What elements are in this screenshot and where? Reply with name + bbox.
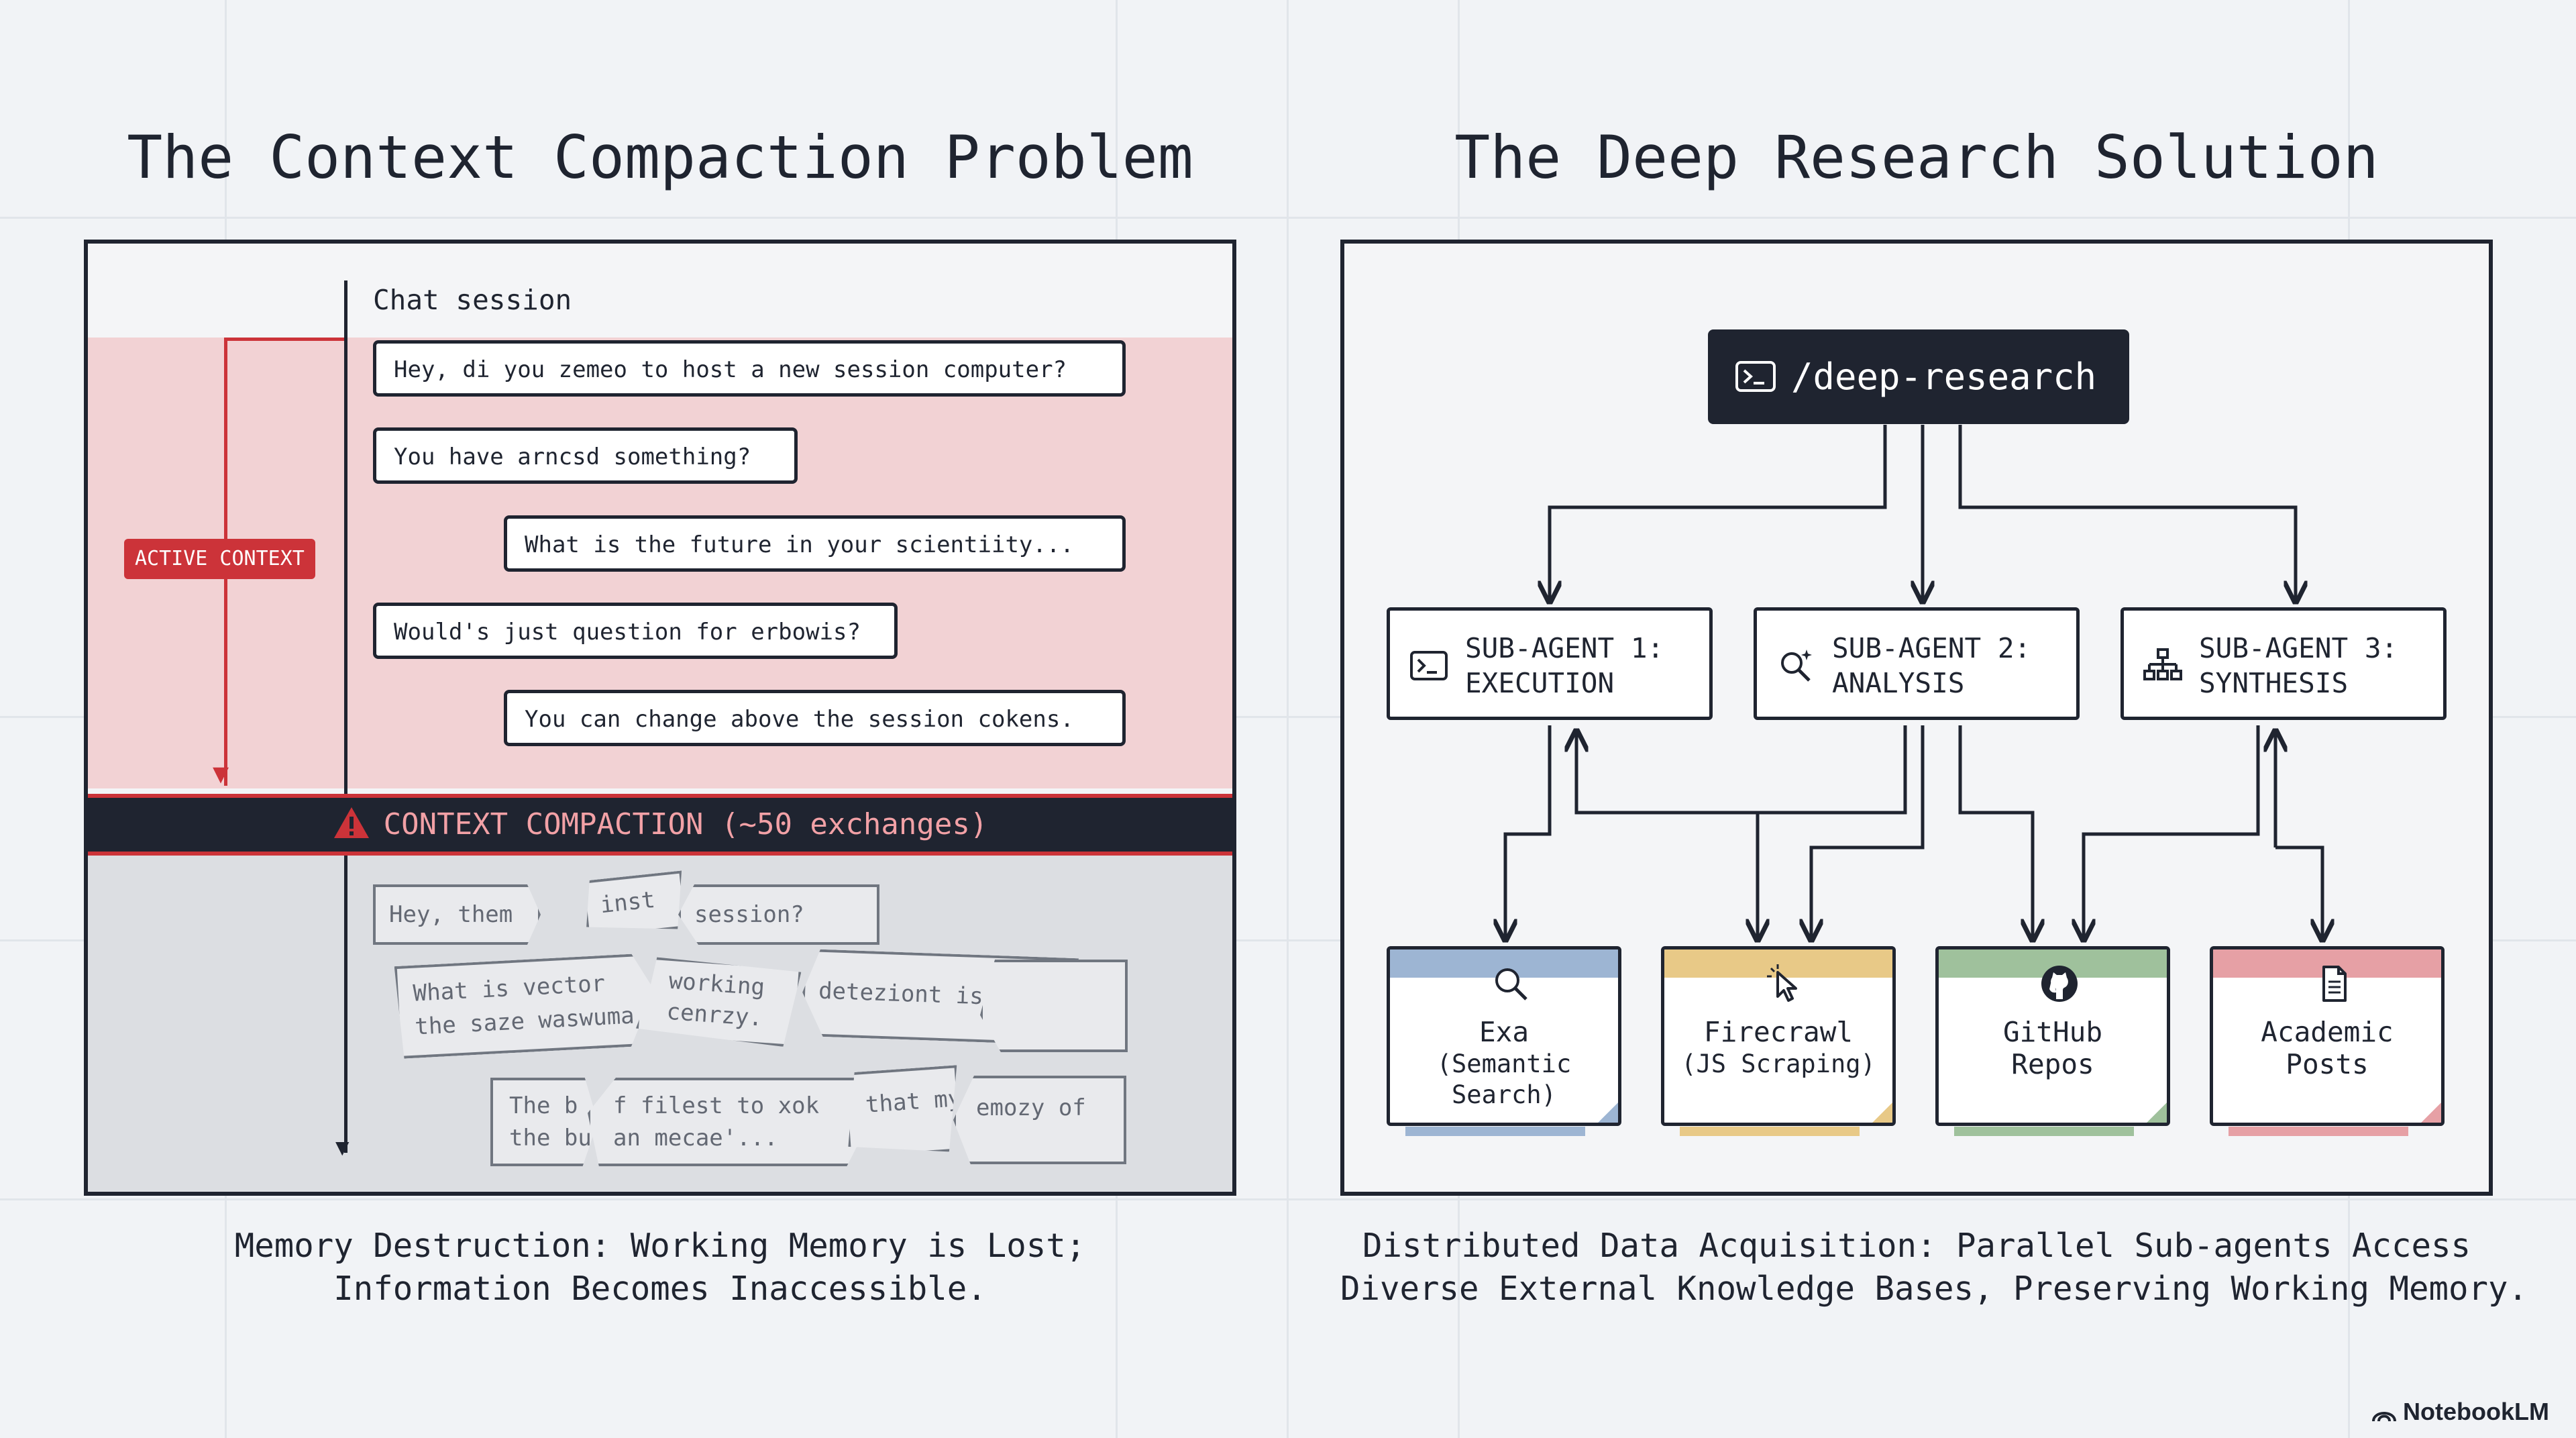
fragment-text: the bu: [509, 1125, 592, 1151]
timeline-arrow-icon: ▼: [335, 1134, 350, 1161]
warning-icon: [333, 807, 369, 838]
sub-agent-execution: SUB-AGENT 1:EXECUTION: [1387, 607, 1713, 720]
context-compaction-panel: ▼ ACTIVE CONTEXT ▼ Chat session Hey, di …: [84, 240, 1236, 1196]
source-name: Academic: [2261, 1016, 2394, 1048]
right-caption-line: Diverse External Knowledge Bases, Preser…: [1340, 1270, 2528, 1308]
source-github: GitHub Repos: [1935, 946, 2170, 1126]
chat-message: What is the future in your scientiity...: [504, 515, 1126, 572]
fragment-text: The b: [509, 1092, 578, 1119]
search-icon: [1495, 968, 1527, 1000]
fragment-text: that my: [864, 1084, 963, 1119]
agent-number: SUB-AGENT 2:: [1832, 632, 2031, 664]
chat-message: You can change above the session cokens.: [504, 690, 1126, 746]
page-fold-icon: [2418, 1099, 2441, 1123]
agent-role: ANALYSIS: [1832, 667, 1965, 699]
right-caption: Distributed Data Acquisition: Parallel S…: [1340, 1225, 2528, 1311]
notebooklm-icon: [2372, 1412, 2397, 1422]
context-compaction-bar: CONTEXT COMPACTION (~50 exchanges): [88, 794, 1232, 856]
hierarchy-icon: [2143, 648, 2182, 680]
fragment-text: emozy of: [976, 1094, 1086, 1121]
notebooklm-logo: NotebookLM: [2371, 1398, 2549, 1426]
sub-agent-synthesis: SUB-AGENT 3:SYNTHESIS: [2121, 607, 2447, 720]
source-exa: Exa (Semantic Search): [1387, 946, 1621, 1126]
terminal-icon: [1410, 651, 1448, 680]
fragment-text: working: [667, 967, 766, 1001]
agent-role: EXECUTION: [1465, 667, 1615, 699]
source-shadow-strip: [1954, 1127, 2134, 1136]
chat-message: You have arncsd something?: [373, 427, 798, 484]
fragment-text: cenrzy.: [665, 998, 764, 1032]
connection-lines: [1344, 425, 2489, 1192]
active-context-bracket: [224, 338, 344, 341]
source-shadow-strip: [1680, 1127, 1860, 1136]
agent-role: SYNTHESIS: [2199, 667, 2349, 699]
left-caption-line: Information Becomes Inaccessible.: [333, 1270, 987, 1308]
deep-research-panel: /deep-research SUB-AGENT 1:EXECUTION SUB…: [1340, 240, 2493, 1196]
fragment-text: the saze waswuma: [414, 1002, 635, 1041]
cursor-click-icon: [1767, 964, 1797, 1002]
left-title: The Context Compaction Problem: [127, 123, 1193, 192]
chat-message: Hey, di you zemeo to host a new session …: [373, 340, 1126, 397]
fragment-text: an mecae'...: [613, 1125, 778, 1151]
shattered-fragment: The b the bu: [490, 1078, 598, 1166]
command-label: /deep-research: [1791, 356, 2097, 398]
source-academic: Academic Posts: [2210, 946, 2445, 1126]
source-name: Exa: [1479, 1016, 1529, 1048]
active-context-badge: ACTIVE CONTEXT: [124, 539, 315, 579]
page-fold-icon: [1595, 1099, 1618, 1123]
fragment-text: What is vector: [412, 970, 606, 1007]
shattered-fragment: that my: [843, 1065, 963, 1159]
source-shadow-strip: [2229, 1127, 2408, 1136]
brand-name: NotebookLM: [2403, 1398, 2549, 1425]
active-context-arrow-icon: ▼: [213, 758, 229, 789]
source-description: Repos: [2011, 1048, 2094, 1080]
compaction-label: CONTEXT COMPACTION (~50 exchanges): [383, 807, 988, 841]
source-firecrawl: Firecrawl (JS Scraping): [1661, 946, 1896, 1126]
shattered-fragment: emozy of: [953, 1076, 1126, 1164]
shattered-fragment: f filest to xok an mecae'...: [588, 1078, 869, 1166]
source-name: GitHub: [2002, 1016, 2103, 1048]
source-shadow-strip: [1405, 1127, 1585, 1136]
agent-number: SUB-AGENT 1:: [1465, 632, 1664, 664]
search-sparkle-icon: [1781, 650, 1812, 682]
shattered-fragment: [980, 960, 1128, 1052]
left-caption-line: Memory Destruction: Working Memory is Lo…: [234, 1227, 1086, 1265]
fragment-text: f filest to xok: [613, 1092, 820, 1119]
source-description: (JS Scraping): [1681, 1049, 1876, 1078]
terminal-icon: [1735, 361, 1776, 392]
agent-number: SUB-AGENT 3:: [2199, 632, 2398, 664]
right-caption-line: Distributed Data Acquisition: Parallel S…: [1362, 1227, 2471, 1265]
source-description: (Semantic Search): [1436, 1049, 1572, 1109]
document-icon: [2322, 966, 2347, 1002]
github-icon: [2041, 966, 2078, 1002]
page-fold-icon: [2143, 1099, 2167, 1123]
page-fold-icon: [1869, 1099, 1892, 1123]
shattered-fragment: Hey, them: [373, 884, 541, 945]
right-title: The Deep Research Solution: [1454, 123, 2379, 192]
chat-message: Would's just question for erbowis?: [373, 603, 898, 659]
deep-research-command[interactable]: /deep-research: [1708, 329, 2129, 424]
session-timeline: [344, 280, 347, 1153]
left-caption: Memory Destruction: Working Memory is Lo…: [84, 1225, 1236, 1311]
source-name: Firecrawl: [1703, 1016, 1854, 1048]
source-description: Posts: [2286, 1048, 2369, 1080]
shattered-fragment: session?: [678, 884, 879, 945]
chat-session-label: Chat session: [373, 284, 572, 316]
sub-agent-analysis: SUB-AGENT 2:ANALYSIS: [1754, 607, 2080, 720]
